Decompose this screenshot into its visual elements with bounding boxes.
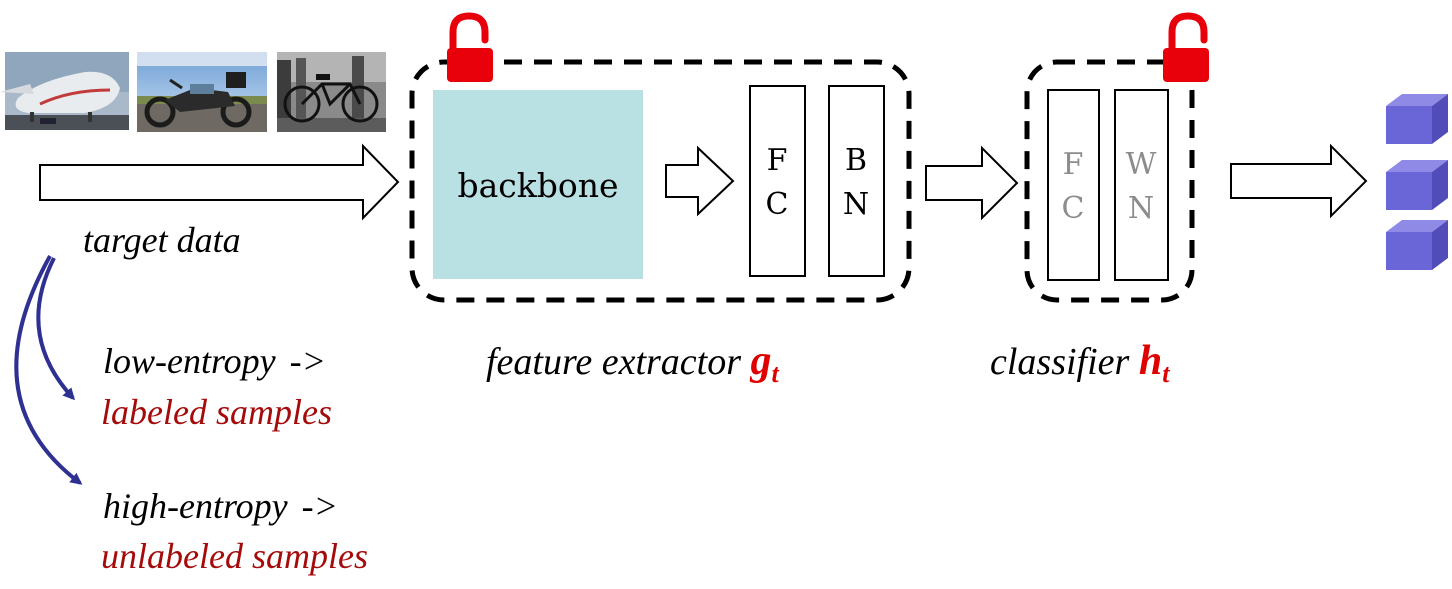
high-entropy-line: high-entropy-> xyxy=(103,486,338,526)
classifier-caption: classifier ht xyxy=(990,338,1170,388)
feature-extractor-frame xyxy=(409,59,912,303)
classifier-wn-line2: N xyxy=(1128,191,1154,226)
target-data-label: target data xyxy=(83,220,241,260)
classifier-fc-layer xyxy=(1047,89,1100,281)
feature-extractor-block: backbone F C B N xyxy=(409,12,912,303)
feature-extractor-caption: feature extractor gt xyxy=(486,338,780,388)
classifier-unlocked-padlock-icon xyxy=(1163,12,1209,82)
input-arrow xyxy=(39,143,400,221)
unlabeled-samples-label: unlabeled samples xyxy=(101,536,368,576)
feature-extractor-symbol: g xyxy=(750,338,772,384)
output-arrow xyxy=(1230,143,1368,219)
target-images xyxy=(0,52,386,132)
low-entropy-line: low-entropy-> xyxy=(103,341,326,381)
bicycle-image xyxy=(277,52,386,132)
classifier-frame xyxy=(1024,59,1195,303)
classifier-wn-layer xyxy=(1114,89,1169,281)
airplane-image xyxy=(0,52,129,130)
bn-layer-line2: N xyxy=(843,187,869,222)
cube-icon xyxy=(1386,220,1448,270)
labeled-samples-label: labeled samples xyxy=(101,392,332,432)
fc-layer xyxy=(749,85,806,277)
fc-layer-line1: F xyxy=(767,143,788,178)
classifier-fc-line2: C xyxy=(1062,191,1085,226)
cube-icon xyxy=(1386,160,1448,210)
classifier-block: F C W N xyxy=(1024,12,1209,303)
motorcycle-image xyxy=(137,52,267,132)
classifier-symbol: h xyxy=(1139,338,1162,384)
classifier-wn-line1: W xyxy=(1126,147,1157,182)
high-entropy-curve-arrow xyxy=(14,255,83,485)
fc-layer-line2: C xyxy=(766,187,789,222)
cube-icon xyxy=(1386,94,1448,144)
bn-layer xyxy=(828,85,885,277)
backbone-block xyxy=(433,90,643,279)
feature-extractor-subscript: t xyxy=(772,359,780,388)
classifier-fc-line1: F xyxy=(1063,147,1084,182)
bn-layer-line1: B xyxy=(845,143,867,178)
extractor-to-classifier-arrow xyxy=(925,145,1019,221)
backbone-label: backbone xyxy=(457,166,618,205)
classifier-subscript: t xyxy=(1162,359,1170,388)
feature-extractor-unlocked-padlock-icon xyxy=(447,12,493,82)
backbone-to-fc-arrow xyxy=(665,145,735,217)
output-cubes xyxy=(1386,94,1448,270)
low-entropy-curve-arrow xyxy=(36,257,76,401)
